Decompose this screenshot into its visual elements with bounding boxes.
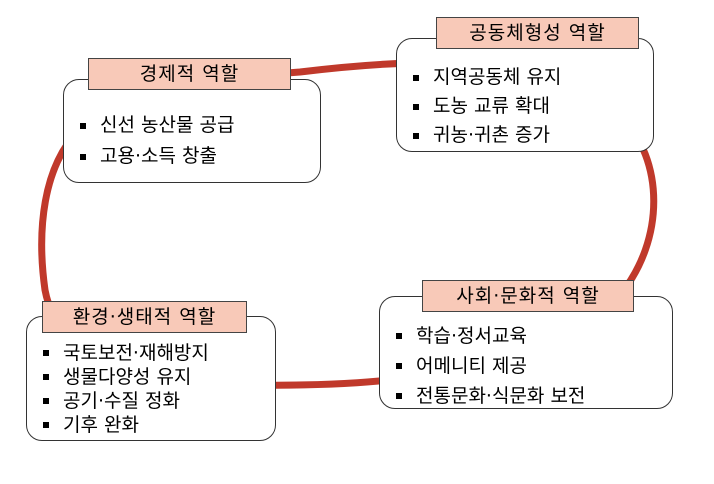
economic-role-list: 신선 농산물 공급 고용·소득 창출 bbox=[78, 86, 310, 172]
community-role-box: 지역공동체 유지 도농 교류 확대 귀농·귀촌 증가 bbox=[396, 38, 654, 152]
list-item-text: 국토보전·재해방지 bbox=[63, 342, 209, 364]
list-item-text: 전통문화·식문화 보전 bbox=[416, 385, 586, 407]
list-item: 지역공동체 유지 bbox=[411, 63, 643, 92]
list-item: 도농 교류 확대 bbox=[411, 92, 643, 121]
list-item: 공기·수질 정화 bbox=[41, 389, 265, 413]
list-item: 귀농·귀촌 증가 bbox=[411, 121, 643, 150]
economic-role-title: 경제적 역할 bbox=[88, 58, 291, 90]
list-item: 학습·정서교육 bbox=[394, 321, 662, 351]
list-item: 기후 완화 bbox=[41, 413, 265, 437]
bullet-icon bbox=[396, 333, 402, 339]
list-item: 국토보전·재해방지 bbox=[41, 341, 265, 365]
list-item-text: 신선 농산물 공급 bbox=[100, 114, 235, 136]
list-item-text: 공기·수질 정화 bbox=[63, 390, 180, 412]
list-item-text: 고용·소득 창출 bbox=[100, 145, 217, 167]
bullet-icon bbox=[80, 153, 86, 160]
community-role-title: 공동체형성 역할 bbox=[436, 17, 639, 49]
list-item-text: 기후 완화 bbox=[63, 414, 139, 436]
community-role-list: 지역공동체 유지 도농 교류 확대 귀농·귀촌 증가 bbox=[411, 45, 643, 150]
list-item-text: 학습·정서교육 bbox=[416, 325, 527, 347]
bullet-icon bbox=[80, 122, 86, 129]
bullet-icon bbox=[43, 422, 49, 428]
bullet-icon bbox=[43, 398, 49, 404]
bullet-icon bbox=[43, 350, 49, 356]
environment-role-title: 환경·생태적 역할 bbox=[42, 301, 247, 333]
list-item-text: 지역공동체 유지 bbox=[433, 66, 562, 88]
list-item: 신선 농산물 공급 bbox=[78, 110, 310, 141]
list-item-text: 생물다양성 유지 bbox=[63, 366, 192, 388]
list-item: 고용·소득 창출 bbox=[78, 141, 310, 172]
list-item: 어메니티 제공 bbox=[394, 351, 662, 381]
list-item-text: 귀농·귀촌 증가 bbox=[433, 124, 550, 146]
bullet-icon bbox=[413, 74, 419, 81]
list-item-text: 어메니티 제공 bbox=[416, 355, 527, 377]
list-item: 전통문화·식문화 보전 bbox=[394, 381, 662, 411]
social-cultural-role-title: 사회·문화적 역할 bbox=[422, 280, 634, 312]
social-cultural-role-box: 학습·정서교육 어메니티 제공 전통문화·식문화 보전 bbox=[379, 296, 673, 409]
bullet-icon bbox=[413, 103, 419, 110]
social-cultural-role-list: 학습·정서교육 어메니티 제공 전통문화·식문화 보전 bbox=[394, 303, 662, 411]
list-item-text: 도농 교류 확대 bbox=[433, 95, 550, 117]
economic-role-box: 신선 농산물 공급 고용·소득 창출 bbox=[63, 79, 321, 183]
bullet-icon bbox=[413, 132, 419, 139]
environment-role-list: 국토보전·재해방지 생물다양성 유지 공기·수질 정화 기후 완화 bbox=[41, 323, 265, 437]
bullet-icon bbox=[396, 393, 402, 399]
bullet-icon bbox=[43, 374, 49, 380]
bullet-icon bbox=[396, 363, 402, 369]
list-item: 생물다양성 유지 bbox=[41, 365, 265, 389]
environment-role-box: 국토보전·재해방지 생물다양성 유지 공기·수질 정화 기후 완화 bbox=[26, 316, 276, 441]
